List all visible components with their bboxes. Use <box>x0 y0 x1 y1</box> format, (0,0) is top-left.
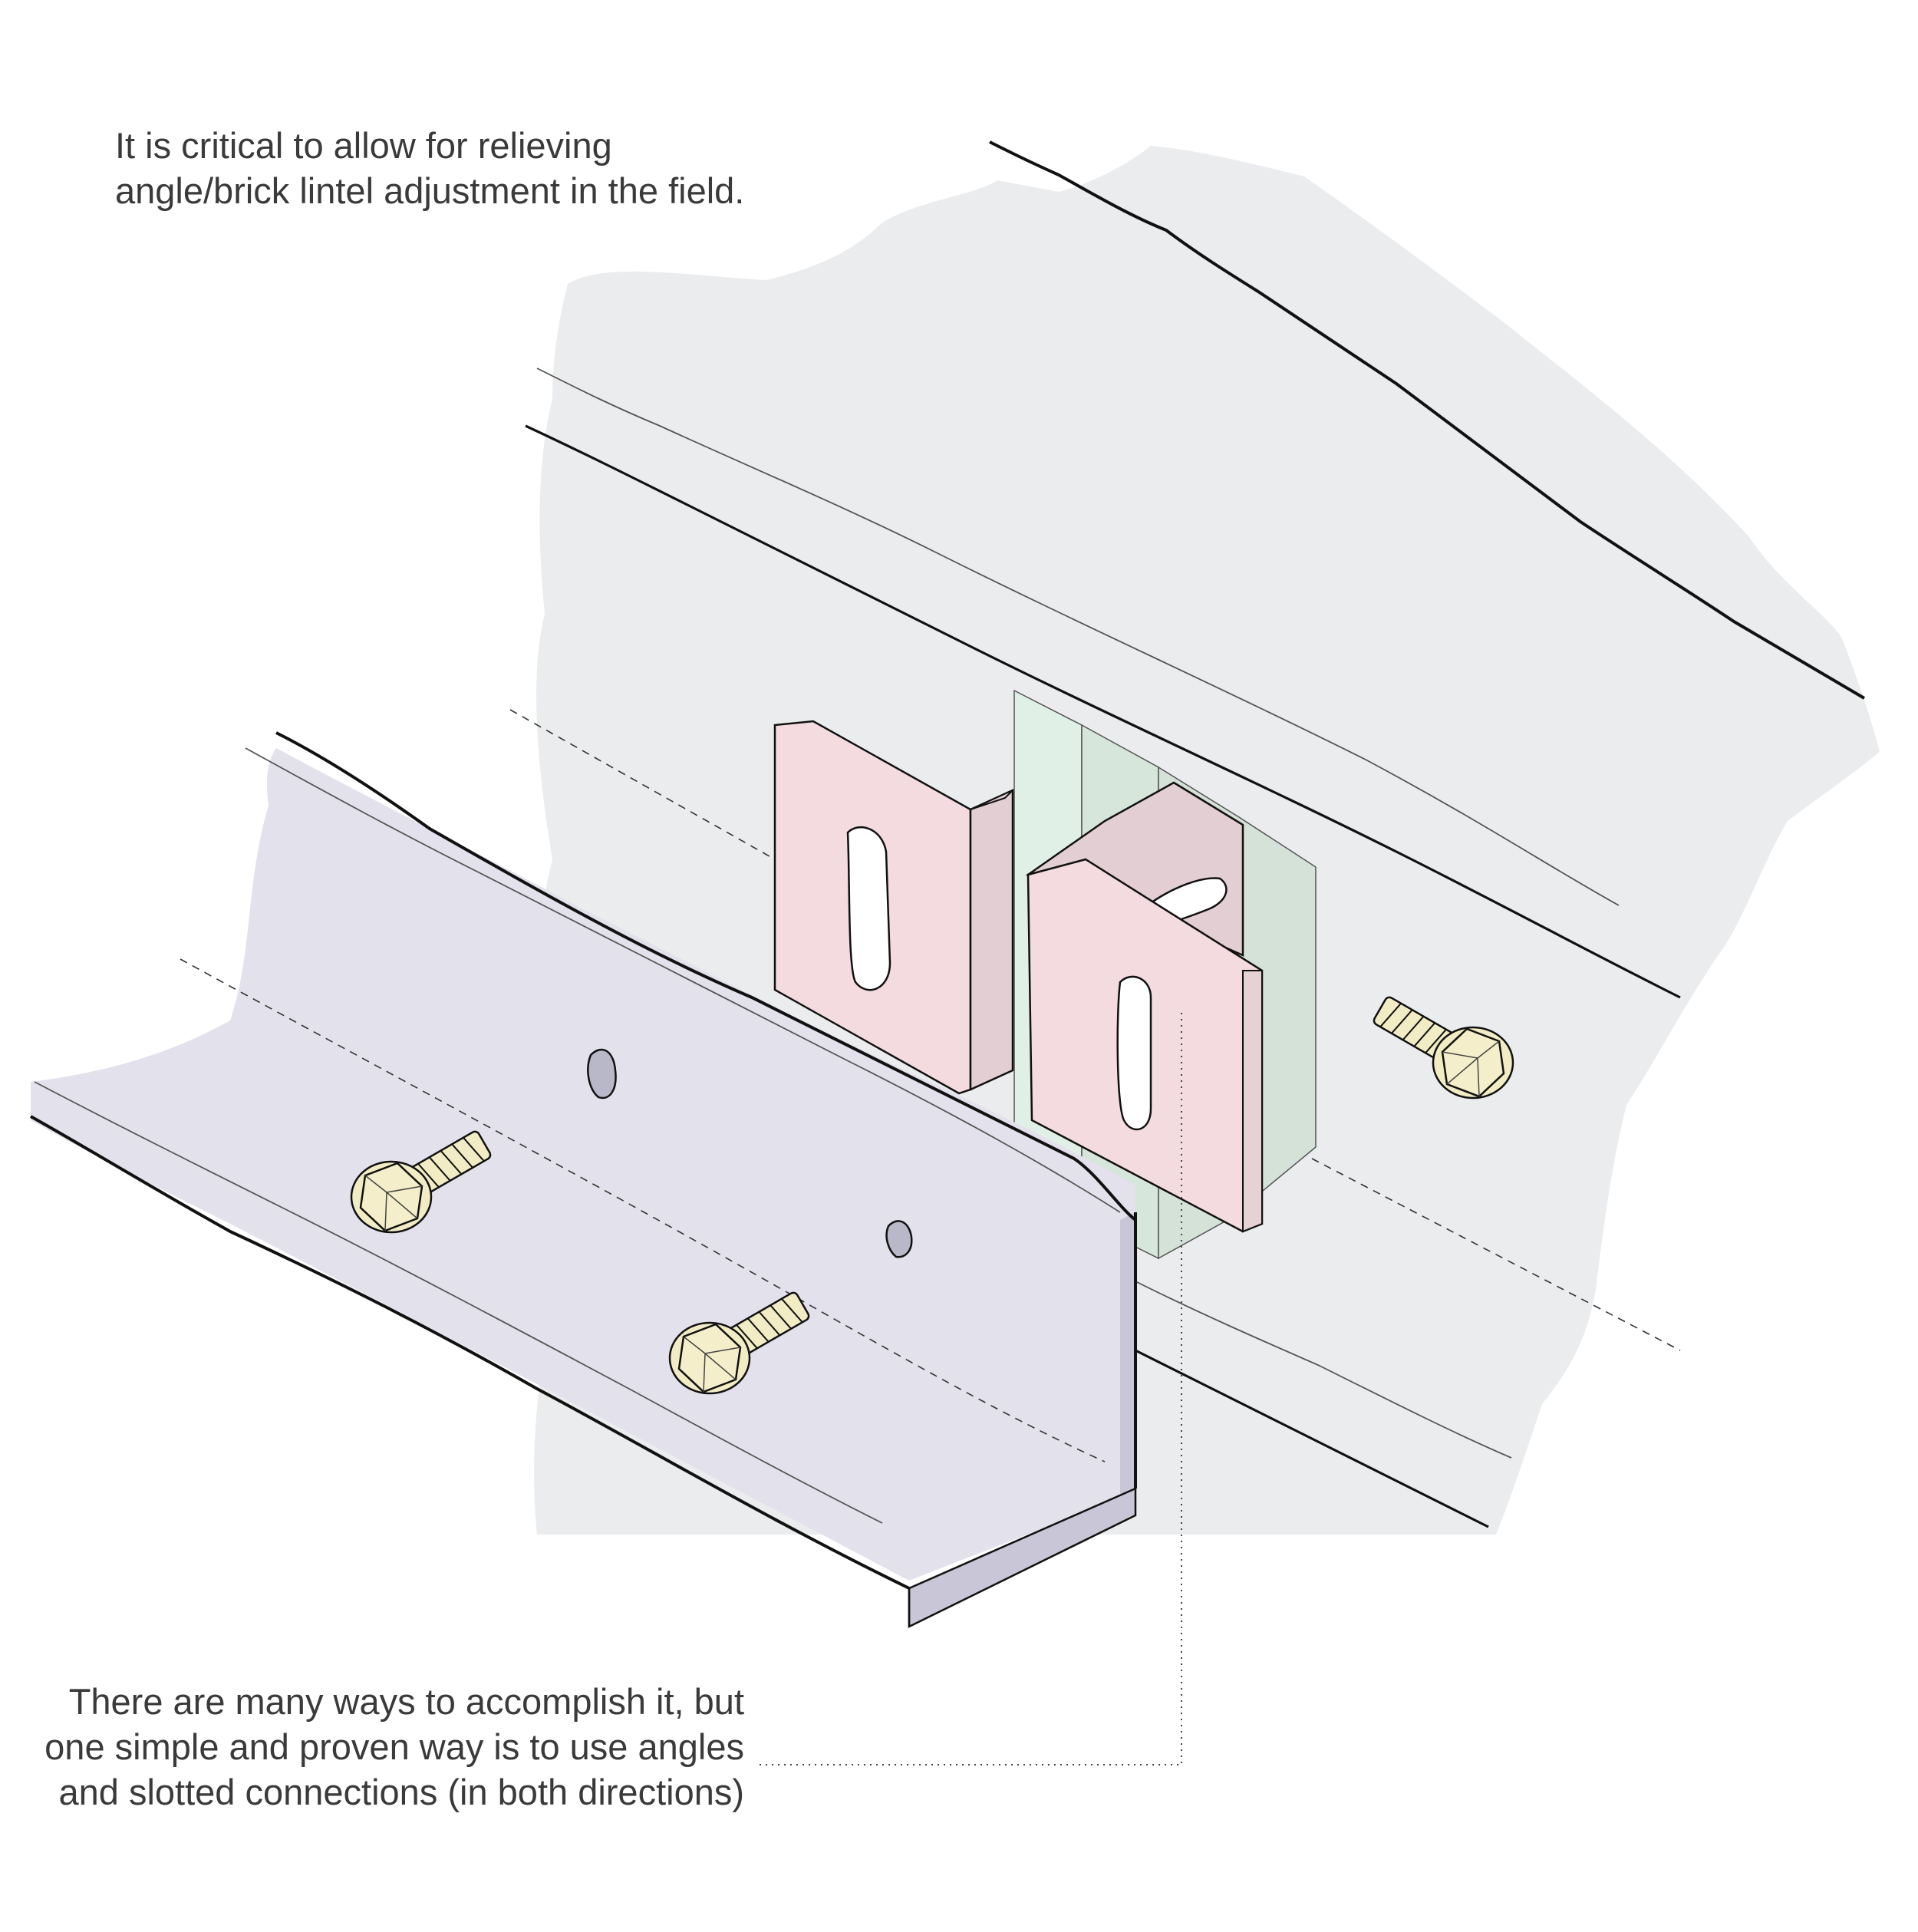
slotted-hole-icon <box>1116 975 1152 1131</box>
lintel-top-edge <box>275 731 1137 1222</box>
wall-face-line <box>536 368 1620 906</box>
wall-top-edge <box>989 140 1866 700</box>
clip-angle-front <box>1025 781 1264 1233</box>
slotted-hole-icon <box>885 1220 913 1258</box>
slotted-hole-icon <box>587 1048 617 1100</box>
lintel-face-line <box>34 1081 883 1524</box>
wall-lower-edge <box>1135 1349 1489 1528</box>
bottom-annotation-line-3: and slotted connections (in both directi… <box>58 1772 744 1812</box>
centerline-top <box>509 709 776 860</box>
slotted-hole-icon <box>846 826 891 991</box>
top-annotation-line-1: It is critical to allow for relieving <box>115 125 612 166</box>
lintel-inner-line <box>245 747 1121 1213</box>
centerline-lintel <box>180 958 1106 1462</box>
centerline-right <box>1311 1158 1681 1351</box>
wall-lower-line <box>1135 1281 1512 1459</box>
bottom-annotation: There are many ways to accomplish it, bu… <box>44 1679 744 1815</box>
top-annotation: It is critical to allow for relieving an… <box>115 123 744 213</box>
wall-soffit-edge <box>525 424 1681 999</box>
bottom-annotation-line-1: There are many ways to accomplish it, bu… <box>68 1681 744 1722</box>
clip-angle-back <box>773 720 1014 1095</box>
bottom-annotation-line-2: one simple and proven way is to use angl… <box>44 1726 744 1767</box>
lintel-bottom-edge <box>30 1115 910 1590</box>
lintel-angle <box>30 731 1137 1629</box>
top-annotation-line-2: angle/brick lintel adjustment in the fie… <box>115 170 745 211</box>
